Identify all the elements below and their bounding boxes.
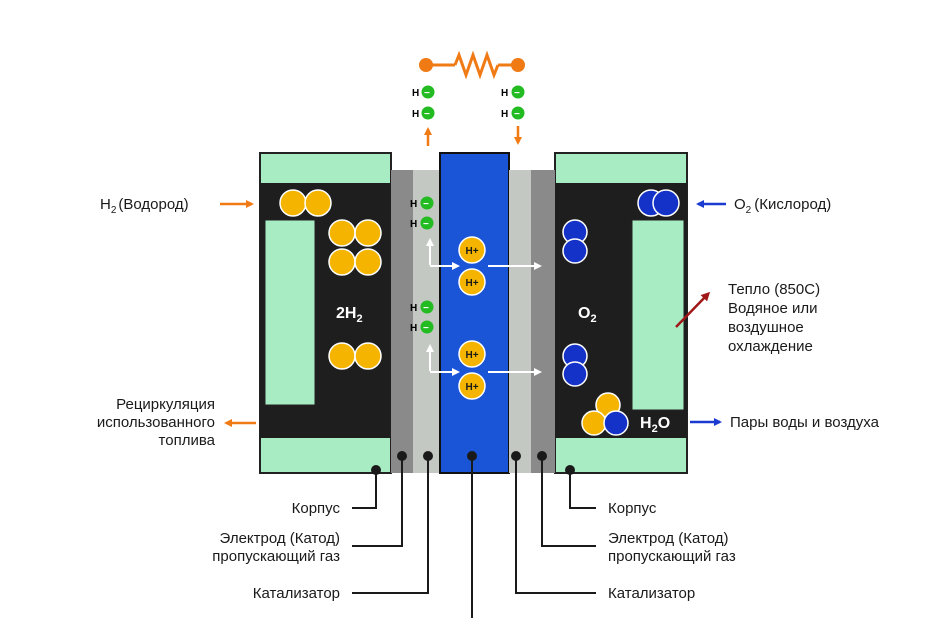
svg-text:Рециркуляция: Рециркуляция xyxy=(116,396,215,413)
proton-icon xyxy=(458,340,486,368)
right-electrode xyxy=(531,170,555,473)
electron-label: − xyxy=(514,109,520,120)
electron-icon xyxy=(420,320,434,334)
oxygen-input-label: O2(Кислород) xyxy=(734,196,831,216)
hydrogen-molecule-icon xyxy=(328,219,382,247)
electron-label: − xyxy=(423,323,429,334)
exhaust-label: Пары воды и воздуха xyxy=(730,414,880,431)
electron-icon xyxy=(421,85,435,99)
left-housing-label: Корпус xyxy=(292,500,341,517)
catalyst-electrons-lower: H − H − xyxy=(410,300,434,334)
left-electrode-label-line1: Электрод (Катод) xyxy=(220,530,340,547)
hydrogen-input-label: H2(Водород) xyxy=(100,196,189,216)
water-formula: H2O xyxy=(640,415,670,435)
svg-text:воздушное: воздушное xyxy=(728,319,804,336)
electron-pair-top-left: H − H − xyxy=(412,85,435,120)
electron-icon xyxy=(420,196,434,210)
electron-icon xyxy=(511,106,525,120)
hydrogen-label: H xyxy=(410,303,417,314)
proton-label: H+ xyxy=(465,278,478,289)
electron-label: − xyxy=(423,303,429,314)
electron-label: − xyxy=(424,109,430,120)
left-catalyst-label: Катализатор xyxy=(253,585,340,602)
hydrogen-label: H xyxy=(410,219,417,230)
proton-label: H+ xyxy=(465,350,478,361)
svg-text:Тепло (850С): Тепло (850С) xyxy=(728,281,820,298)
electron-label: − xyxy=(423,199,429,210)
water-molecule-icon xyxy=(581,392,629,436)
oxygen-molecule-icon xyxy=(562,219,588,264)
heat-label: Тепло (850С) Водяное или воздушное охлаж… xyxy=(728,281,820,355)
hydrogen-molecule-icon xyxy=(328,342,382,370)
left-electrode xyxy=(391,170,413,473)
right-electrode-label-line2: пропускающий газ xyxy=(608,548,736,565)
heat-arrow xyxy=(675,291,711,328)
electron-label: − xyxy=(424,88,430,99)
recycle-label: Рециркуляция использованного топлива xyxy=(97,396,216,449)
svg-text:использованного: использованного xyxy=(97,414,215,431)
electron-pair-top-right: H − H − xyxy=(501,85,525,120)
proton-group-lower: H+ H+ xyxy=(458,340,486,400)
hydrogen-label: H xyxy=(501,109,508,120)
hydrogen-label: H xyxy=(412,109,419,120)
right-catalyst xyxy=(509,170,531,473)
proton-icon xyxy=(458,236,486,264)
hydrogen-label: H xyxy=(501,88,508,99)
proton-flow-upper xyxy=(426,238,542,270)
electron-icon xyxy=(421,106,435,120)
electron-label: − xyxy=(514,88,520,99)
proton-icon xyxy=(458,372,486,400)
svg-text:охлаждение: охлаждение xyxy=(728,338,813,355)
right-electrode-label-line1: Электрод (Катод) xyxy=(608,530,728,547)
right-catalyst-label: Катализатор xyxy=(608,585,695,602)
hydrogen-label: H xyxy=(412,88,419,99)
resistor-icon xyxy=(419,50,525,80)
proton-label: H+ xyxy=(465,246,478,257)
oxygen-molecule-icon xyxy=(562,343,588,387)
electron-icon xyxy=(420,216,434,230)
electron-label: − xyxy=(423,219,429,230)
hydrogen-molecule-icon xyxy=(279,189,332,217)
proton-flow-lower xyxy=(426,344,542,376)
proton-icon xyxy=(458,268,486,296)
left-housing-inner-panel xyxy=(264,219,316,406)
leader-lines xyxy=(352,456,596,618)
catalyst-electrons-upper: H − H − xyxy=(410,196,434,230)
right-housing-inner-panel xyxy=(631,219,685,411)
svg-text:Водяное или: Водяное или xyxy=(728,300,818,317)
hydrogen-label: H xyxy=(410,199,417,210)
left-electrode-label-line2: пропускающий газ xyxy=(212,548,340,565)
anode-chamber-formula: 2H2 xyxy=(336,305,363,325)
proton-label: H+ xyxy=(465,382,478,393)
svg-text:топлива: топлива xyxy=(159,432,216,449)
hydrogen-label: H xyxy=(410,323,417,334)
proton-group-upper: H+ H+ xyxy=(458,236,486,296)
hydrogen-molecule-icon xyxy=(328,248,382,276)
leader-dots xyxy=(371,451,575,475)
cathode-chamber-formula: O2 xyxy=(578,305,597,325)
electron-icon xyxy=(511,85,525,99)
electrolyte xyxy=(439,152,510,474)
electron-icon xyxy=(420,300,434,314)
oxygen-molecule-icon xyxy=(637,189,680,217)
right-housing-label: Корпус xyxy=(608,500,657,517)
